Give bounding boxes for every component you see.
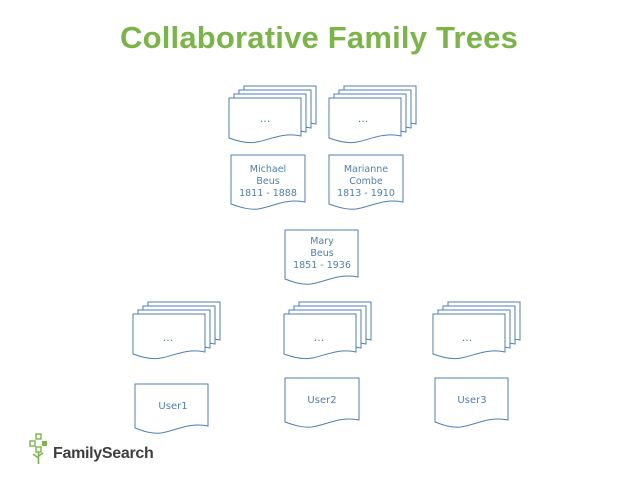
user1-card: User1 — [134, 383, 209, 434]
user3-label: User3 — [457, 395, 486, 406]
user3-stack-ellipsis: ... — [462, 331, 473, 344]
mother-parents-ellipsis: ... — [358, 112, 369, 125]
slide-title: Collaborative Family Trees — [119, 20, 519, 55]
tree-icon — [29, 433, 47, 464]
logo-text: FamilySearch — [53, 445, 154, 462]
person-card-mother: Marianne Combe 1813 - 1910 — [328, 154, 404, 210]
familysearch-logo: FamilySearch — [28, 432, 154, 466]
user1-label: User1 — [158, 401, 187, 412]
mother-years: 1813 - 1910 — [337, 188, 395, 199]
father-years: 1811 - 1888 — [239, 188, 297, 199]
mother-name: Marianne — [344, 164, 388, 175]
mother-surname: Combe — [349, 176, 383, 187]
person-card-father: Michael Beus 1811 - 1888 — [230, 154, 306, 210]
person-card-child: Mary Beus 1851 - 1936 — [284, 229, 359, 285]
child-name: Mary — [310, 236, 334, 247]
user2-card: User2 — [284, 377, 360, 428]
user3-card: User3 — [434, 377, 509, 428]
user2-tree-stack: ... — [283, 301, 372, 360]
user2-label: User2 — [307, 395, 336, 406]
father-name: Michael — [250, 164, 286, 175]
father-parents-stack: ... — [228, 85, 317, 144]
user1-stack-ellipsis: ... — [163, 331, 174, 344]
user1-tree-stack: ... — [132, 301, 221, 360]
father-surname: Beus — [256, 176, 279, 187]
child-years: 1851 - 1936 — [293, 260, 351, 271]
user3-tree-stack: ... — [432, 301, 521, 360]
user2-stack-ellipsis: ... — [314, 331, 325, 344]
mother-parents-stack: ... — [328, 85, 417, 144]
father-parents-ellipsis: ... — [260, 112, 271, 125]
child-surname: Beus — [310, 248, 333, 259]
